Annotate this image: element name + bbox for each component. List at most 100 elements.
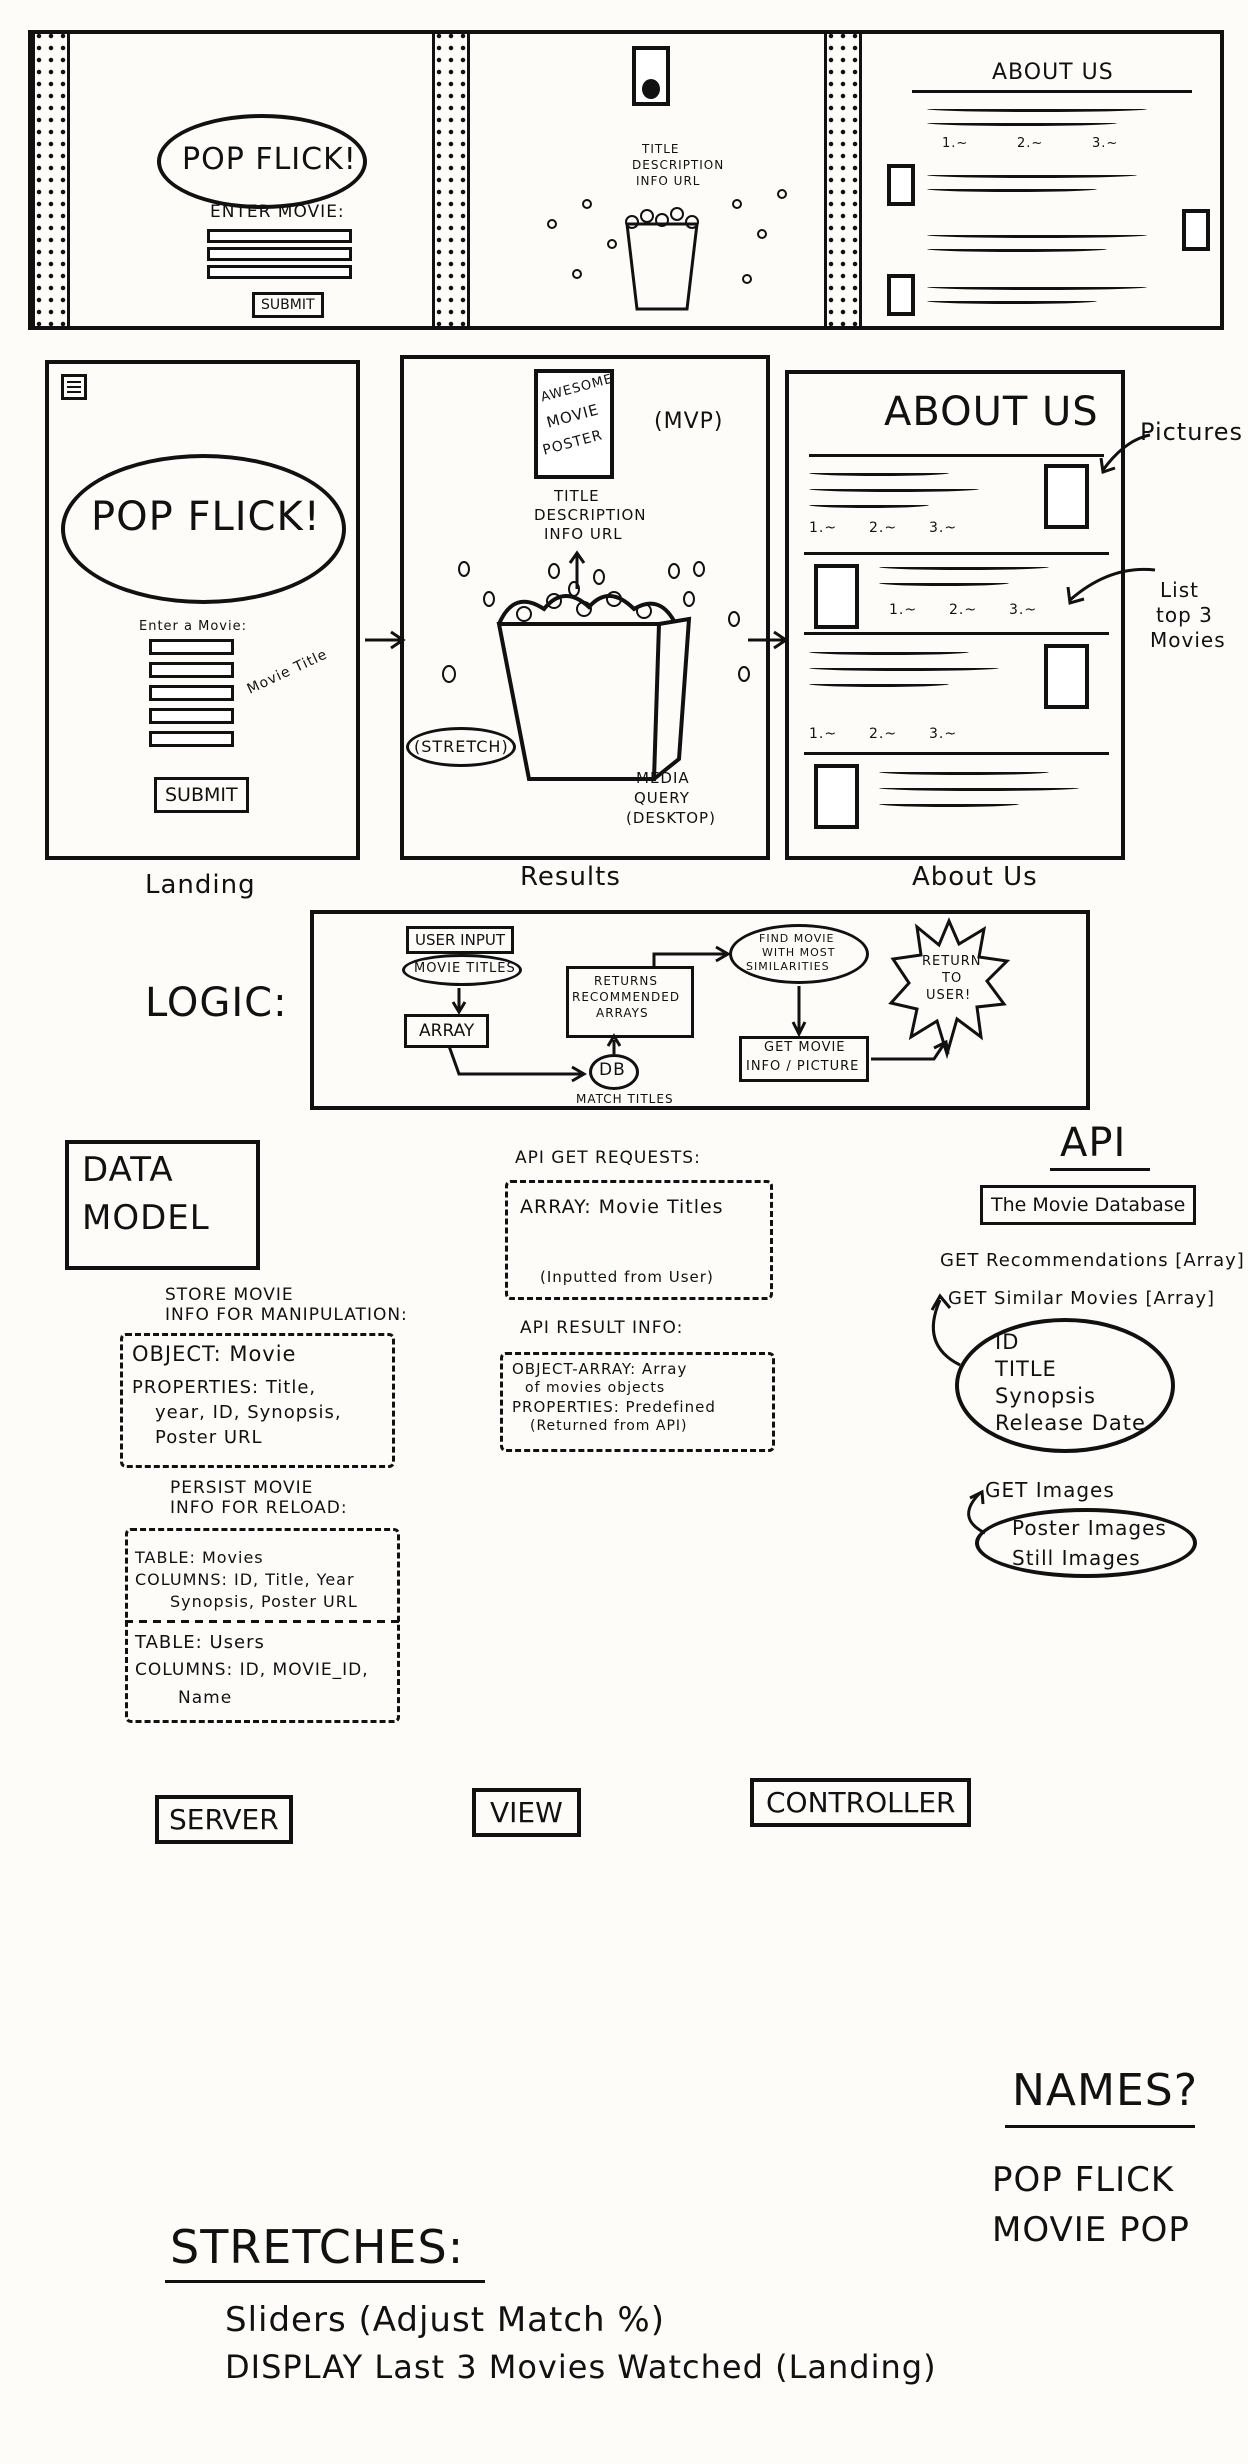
results-stretch-label: (STRETCH): [414, 737, 509, 756]
names-option-1: POP FLICK: [992, 2160, 1175, 2200]
logic-find-movie-3: SIMILARITIES: [746, 960, 830, 973]
logic-movie-titles-oval: [402, 954, 522, 986]
top-film-strip: POP FLICK! ENTER MOVIE: SUBMIT TITLE DES…: [28, 30, 1224, 330]
strip-results-poster-dot: [642, 79, 660, 99]
results-caption: Results: [520, 862, 621, 892]
movie-database-box: The Movie Database: [980, 1185, 1197, 1225]
landing-input-1: [149, 639, 234, 655]
logic-label: LOGIC:: [145, 980, 288, 1026]
table-users-3: Name: [178, 1688, 233, 1708]
results-kernels: [442, 561, 750, 683]
logic-return-3: USER!: [926, 988, 972, 1003]
table-movies-3: Synopsis, Poster URL: [170, 1592, 358, 1611]
film-perforation-left: [32, 34, 70, 326]
landing-input-4: [149, 708, 234, 724]
logic-db-oval: [589, 1054, 639, 1090]
api-field-2: TITLE: [995, 1357, 1057, 1381]
logic-returns-3: ARRAYS: [596, 1006, 649, 1020]
about-divider-1: [804, 552, 1109, 555]
data-model-title-box: [65, 1140, 260, 1270]
results-mvp-label: (MVP): [654, 409, 724, 434]
landing-movie-title-note: Movie Title: [244, 646, 331, 698]
controller-box: CONTROLLER: [750, 1778, 972, 1827]
results-media-query-3: (DESKTOP): [626, 809, 716, 827]
about-wireframe: ABOUT US 1.~ 2.~ 3.~ 1.~ 2.~ 3.~ 1.~ 2.~…: [785, 370, 1125, 860]
array-request-box: [505, 1180, 773, 1300]
about-list-c-3: 3.~: [929, 726, 958, 742]
api-result-heading: API RESULT INFO:: [520, 1318, 684, 1338]
about-list-note-2: top 3: [1156, 603, 1213, 627]
about-list-a-2: 2.~: [869, 520, 898, 536]
landing-to-results-arrow: [365, 630, 406, 650]
api-result-4: (Returned from API): [530, 1418, 688, 1434]
api-field-3: Synopsis: [995, 1384, 1096, 1408]
landing-logo: POP FLICK!: [91, 494, 321, 540]
strip-about-pic-1: [887, 164, 915, 206]
results-media-query-1: MEDIA: [636, 769, 690, 787]
about-text-5: [879, 580, 1009, 586]
about-title: ABOUT US: [884, 389, 1099, 435]
landing-wireframe: POP FLICK! Enter a Movie: Movie Title SU…: [45, 360, 360, 860]
about-list-b-2: 2.~: [949, 602, 978, 618]
about-text-4: [879, 564, 1049, 570]
tables-box: [125, 1528, 400, 1723]
about-caption: About Us: [912, 862, 1038, 892]
api-fields-oval: [955, 1318, 1175, 1453]
array-request-inputted: (Inputted from User): [540, 1268, 714, 1286]
logic-returns-box: [566, 966, 694, 1038]
logic-get-movie-2: INFO / PICTURE: [746, 1059, 860, 1074]
strip-about-pic-2: [1182, 209, 1210, 251]
table-users-2: COLUMNS: ID, MOVIE_ID,: [135, 1660, 369, 1680]
strip-landing-logo: POP FLICK!: [182, 142, 357, 177]
strip-about-text-4: [927, 186, 1097, 192]
logic-movie-titles: MOVIE TITLES: [414, 961, 516, 976]
logic-match-titles: MATCH TITLES: [576, 1092, 674, 1106]
array-request-line: ARRAY: Movie Titles: [520, 1196, 724, 1218]
object-line-1: OBJECT: Movie: [132, 1342, 297, 1366]
landing-input-2: [149, 662, 234, 678]
tables-divider: [125, 1620, 400, 1623]
object-line-4: Poster URL: [155, 1427, 263, 1448]
about-divider-3: [804, 752, 1109, 755]
strip-about-text-6: [927, 246, 1107, 252]
logic-user-input: USER INPUT: [406, 926, 514, 954]
object-line-3: year, ID, Synopsis,: [155, 1402, 342, 1423]
landing-caption: Landing: [145, 870, 256, 900]
table-movies-1: TABLE: Movies: [135, 1548, 264, 1567]
strip-about-list-2: 2.~: [1017, 136, 1044, 151]
strip-about-text-7: [927, 284, 1147, 290]
store-heading-2: INFO FOR MANIPULATION:: [165, 1305, 408, 1325]
api-result-box: [500, 1352, 775, 1452]
strip-about-list-3: 3.~: [1092, 136, 1119, 151]
results-popcorn-bucket: [496, 591, 692, 781]
about-list-a-1: 1.~: [809, 520, 838, 536]
persist-heading-1: PERSIST MOVIE: [170, 1478, 314, 1498]
strip-about-list-1: 1.~: [942, 136, 969, 151]
stretches-underline: [165, 2280, 485, 2283]
logic-get-movie-box: [739, 1036, 869, 1082]
strip-landing-enter-label: ENTER MOVIE:: [210, 202, 345, 222]
names-option-2: MOVIE POP: [992, 2210, 1190, 2250]
about-divider-2: [804, 632, 1109, 635]
about-text-7: [809, 665, 999, 671]
persist-heading-2: INFO FOR RELOAD:: [170, 1498, 348, 1518]
logic-find-movie-2: WITH MOST: [762, 946, 836, 959]
film-perforation-mid-2: [824, 34, 862, 326]
server-box: SERVER: [155, 1795, 293, 1844]
about-list-note-3: Movies: [1150, 628, 1226, 652]
about-pic-1: [1044, 464, 1089, 529]
landing-submit-button: SUBMIT: [154, 777, 249, 813]
strip-landing-logo-oval: [157, 114, 367, 209]
names-underline: [1005, 2125, 1195, 2128]
stretch-item-2: DISPLAY Last 3 Movies Watched (Landing): [225, 2348, 937, 2386]
logic-returns-1: RETURNS: [594, 974, 658, 988]
about-list-c-2: 2.~: [869, 726, 898, 742]
film-perforation-mid-1: [432, 34, 470, 326]
results-stretch-oval: [406, 727, 516, 767]
api-images-oval: [975, 1508, 1197, 1578]
about-list-c-1: 1.~: [809, 726, 838, 742]
logic-flow-arrows: [447, 945, 950, 1083]
results-poster: [534, 369, 614, 479]
landing-input-3: [149, 685, 234, 701]
data-model-title-1: DATA: [82, 1150, 174, 1190]
